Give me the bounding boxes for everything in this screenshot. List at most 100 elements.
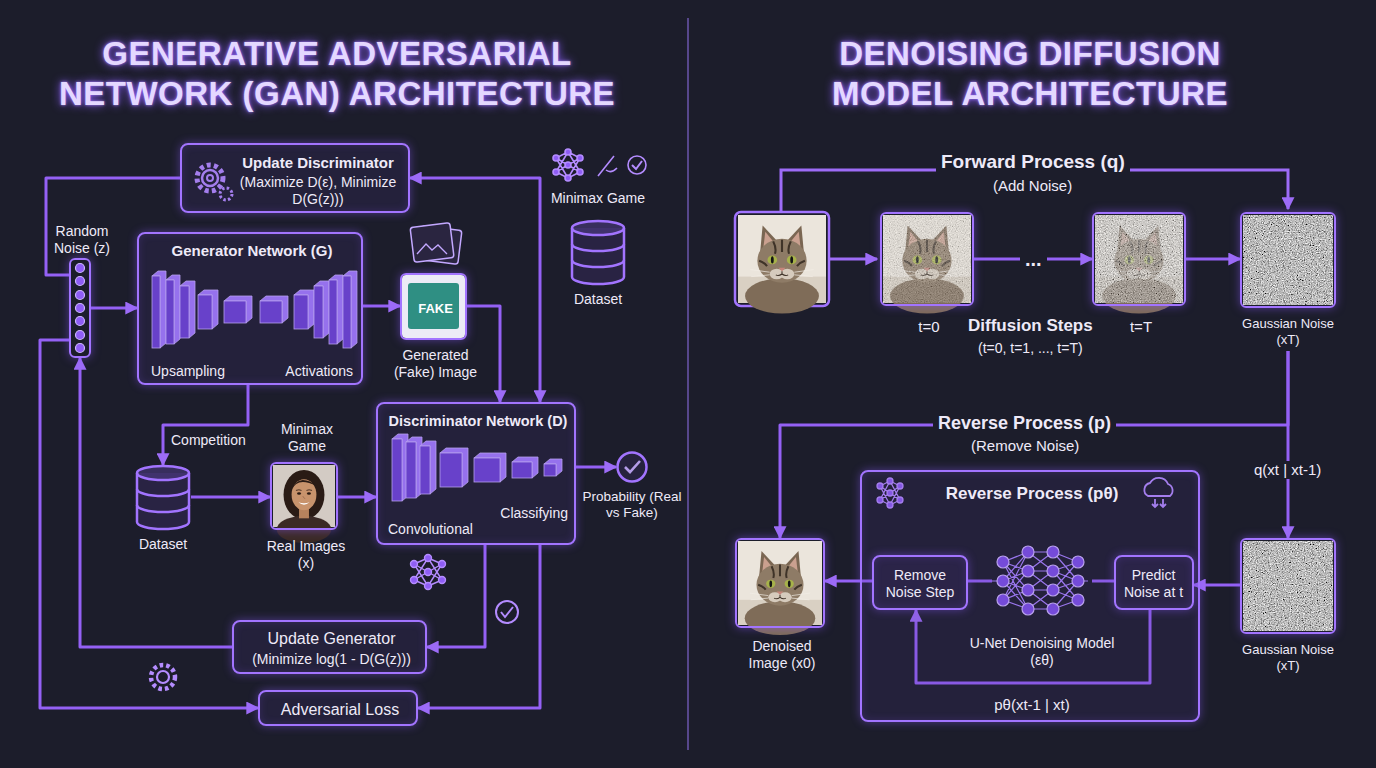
caption: Denoised Image (x0) xyxy=(732,638,832,672)
caption: Generated (Fake) Image xyxy=(385,347,486,381)
caption: Random Noise (z) xyxy=(47,223,117,257)
panel-title: DENOISING DIFFUSION MODEL ARCHITECTURE xyxy=(820,34,1240,113)
node-heading: Predict Noise at t xyxy=(1119,567,1188,601)
edge-label: q(xt | xt-1) xyxy=(1249,461,1326,479)
edge-label: Competition xyxy=(166,432,251,449)
noise-vector-cells xyxy=(76,331,85,340)
text-slot: DENOISING DIFFUSION MODEL ARCHITECTURE xyxy=(820,34,1240,113)
connector xyxy=(163,385,248,465)
network-icon xyxy=(414,558,442,586)
node-heading: Gaussian Noise (xT) xyxy=(1240,316,1336,348)
network-icon xyxy=(439,561,446,568)
connector xyxy=(40,340,258,708)
top-icons xyxy=(577,155,583,161)
top-icons xyxy=(565,175,571,181)
image-frame: Denoised Image (x0) xyxy=(735,538,825,628)
text-slot: pθ(xt-1 | xt) xyxy=(932,696,1132,714)
network-box: Discriminator Network (D)ConvolutionalCl… xyxy=(376,402,576,545)
network-icon xyxy=(425,583,432,590)
check-icon xyxy=(496,601,518,623)
process-label: (Add Noise) xyxy=(993,177,1072,195)
top-icons xyxy=(556,152,580,178)
text-slot: Classifying xyxy=(474,504,568,522)
steps-label: Diffusion Steps xyxy=(968,316,1093,337)
node-text: Upsampling xyxy=(151,363,225,380)
node-text: Activations xyxy=(285,363,353,380)
cylinder-outline xyxy=(570,220,626,285)
connector xyxy=(1186,258,1240,261)
cat-photo xyxy=(1095,215,1183,314)
connector xyxy=(338,496,376,499)
process-box: Adversarial Loss xyxy=(258,690,418,726)
process-container: Reverse Process (pθ) pθ(xt-1 | xt) Remove … xyxy=(860,470,1200,722)
step-arrow xyxy=(830,258,877,261)
text-slot: t=T xyxy=(1094,318,1188,336)
text-slot: Minimax Game xyxy=(272,421,342,455)
fake-image-icon xyxy=(402,275,465,338)
network-icon xyxy=(439,577,446,584)
text-slot: Probability (Real vs Fake) xyxy=(582,489,682,522)
node-heading: FAKE xyxy=(418,301,453,317)
caption: Real Images (x) xyxy=(261,538,351,572)
text-slot: (Maximize D(ε), Minimize D(G(z))) xyxy=(230,174,406,208)
node-heading: Discriminator Network (D) xyxy=(389,413,568,431)
node-text: (Maximize D(ε), Minimize D(G(z))) xyxy=(230,174,406,208)
top-icons xyxy=(553,155,559,161)
node-heading: Update Discriminator xyxy=(242,154,394,172)
note-label: Minimax Game xyxy=(551,190,645,207)
network-icon xyxy=(425,555,432,562)
node-heading: Remove Noise Step xyxy=(878,567,962,601)
noise-vector-cells xyxy=(76,264,85,273)
cylinder-top xyxy=(572,221,624,235)
text-slot: (Minimize log(1 - D(G(z))) xyxy=(240,650,423,668)
text-slot: q(xt | xt-1) xyxy=(1249,461,1326,479)
image-stack-icon xyxy=(417,244,447,254)
edge-label: ... xyxy=(1020,247,1047,271)
database-cylinder: Dataset xyxy=(135,465,191,530)
circle-outline xyxy=(616,451,648,483)
cylinder-ring xyxy=(137,505,189,512)
cylinder-ring xyxy=(572,260,624,267)
text-slot: FAKE xyxy=(402,299,469,317)
noise-vector-cells xyxy=(76,291,85,300)
image-frame: Real Images (x) xyxy=(270,462,338,530)
text-slot: Reverse Process (p) xyxy=(933,413,1116,435)
top-icons xyxy=(553,149,646,181)
network-box: Generator Network (G) Upsampling Activatio… xyxy=(137,232,363,385)
text-slot: (Add Noise) xyxy=(993,177,1072,195)
connector xyxy=(576,466,616,469)
node-heading: Generator Network (G) xyxy=(172,242,333,260)
process-label: (Remove Noise) xyxy=(971,437,1079,455)
text-slot: Competition xyxy=(166,431,251,449)
connector xyxy=(467,306,500,402)
top-icons xyxy=(553,169,559,175)
text-slot: Upsampling xyxy=(151,362,251,380)
noise-vector-cells xyxy=(76,277,85,286)
connector xyxy=(427,545,485,647)
fake-image-icon xyxy=(402,275,465,338)
cylinder-ring xyxy=(137,489,189,496)
connector xyxy=(91,307,137,310)
caption: Dataset xyxy=(574,291,622,308)
top-icons xyxy=(565,149,571,155)
cylinder-outline xyxy=(135,465,191,530)
image-icon: FAKEGenerated (Fake) Image xyxy=(400,273,467,340)
connector xyxy=(418,545,540,708)
node-heading: Update Generator xyxy=(267,629,395,649)
network-icon xyxy=(411,577,418,584)
top-icons xyxy=(577,169,583,175)
connector xyxy=(80,358,232,647)
image-frame xyxy=(1240,212,1336,308)
text-slot: Forward Process (q) xyxy=(936,150,1130,173)
process-box: Update Discriminator (Maximize D(ε), Mini… xyxy=(180,143,410,213)
text-slot: Update Generator xyxy=(240,629,423,649)
text-slot: Reverse Process (pθ) xyxy=(912,484,1152,505)
text-slot: (t=0, t=1, ..., t=T) xyxy=(978,339,1083,357)
text-slot: Dataset xyxy=(548,290,648,308)
text-slot: GENERATIVE ADVERSARIAL NETWORK (GAN) ARC… xyxy=(47,34,627,113)
noise-vector-cells xyxy=(76,304,85,313)
noise-vector: Random Noise (z) xyxy=(69,258,91,358)
image-node: Gaussian Noise (xT) xyxy=(1240,212,1336,351)
image-frame xyxy=(1240,538,1336,634)
text-slot: U-Net Denoising Model (εθ) xyxy=(962,635,1122,669)
